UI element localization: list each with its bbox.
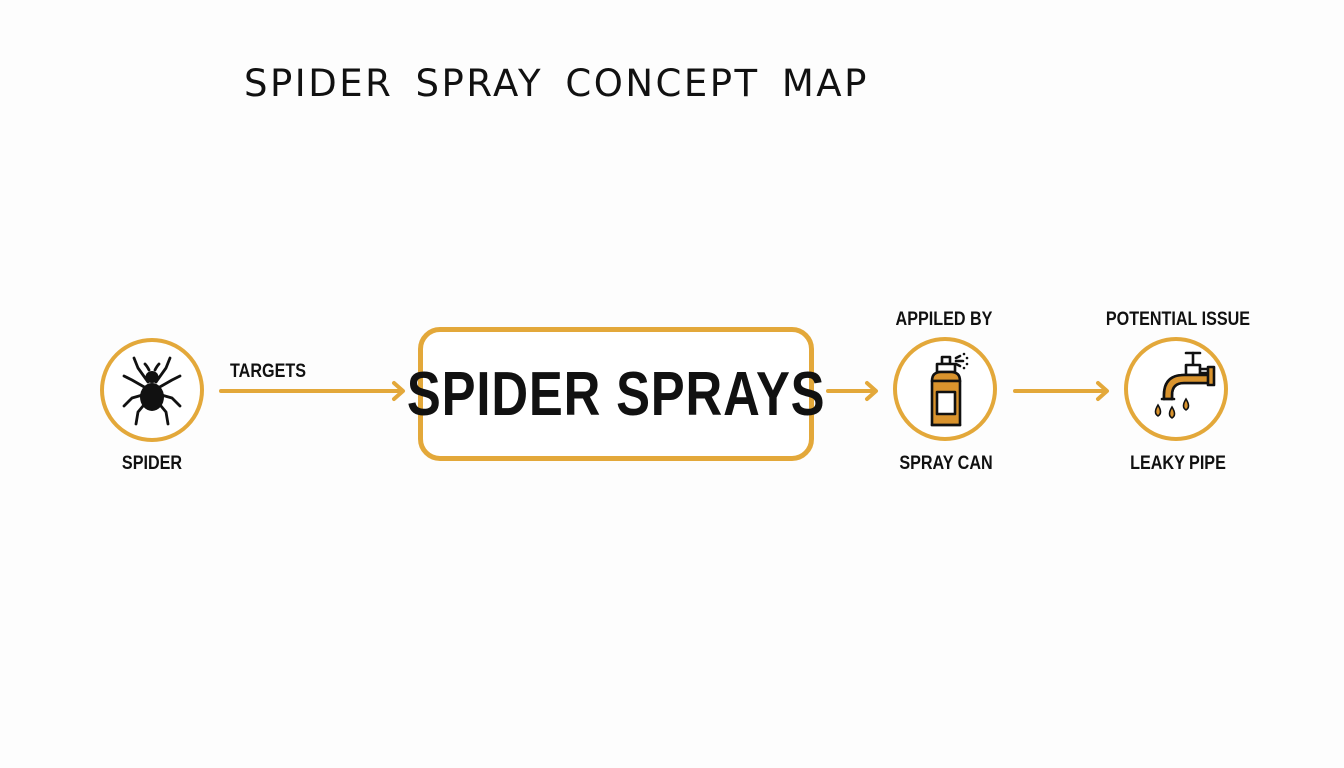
arrow-spider-to-sprays [219, 381, 405, 401]
spider-node [100, 338, 204, 442]
targets-edge-label: TARGETS [230, 361, 306, 382]
leaky-pipe-label: LEAKY PIPE [1130, 453, 1226, 474]
applied-by-label: APPILED BY [895, 309, 993, 330]
leaky-pipe-node [1124, 337, 1228, 441]
spray-can-icon [930, 352, 969, 427]
spider-icon [122, 356, 182, 426]
potential-issue-label: POTENTIAL ISSUE [1105, 309, 1251, 330]
spider-label: SPIDER [121, 453, 183, 474]
arrow-spray-can-to-leaky-pipe [1013, 381, 1109, 401]
spray-can-node [893, 337, 997, 441]
central-concept-box: SPIDER SPRAYS [407, 327, 824, 461]
arrow-sprays-to-spray-can [826, 381, 878, 401]
central-concept-label: SPIDER SPRAYS [406, 359, 826, 429]
spray-can-label: SPRAY CAN [899, 453, 993, 474]
leaky-pipe-icon [1154, 351, 1216, 419]
diagram-title: SPIDER SPRAY CONCEPT MAP [244, 62, 869, 105]
